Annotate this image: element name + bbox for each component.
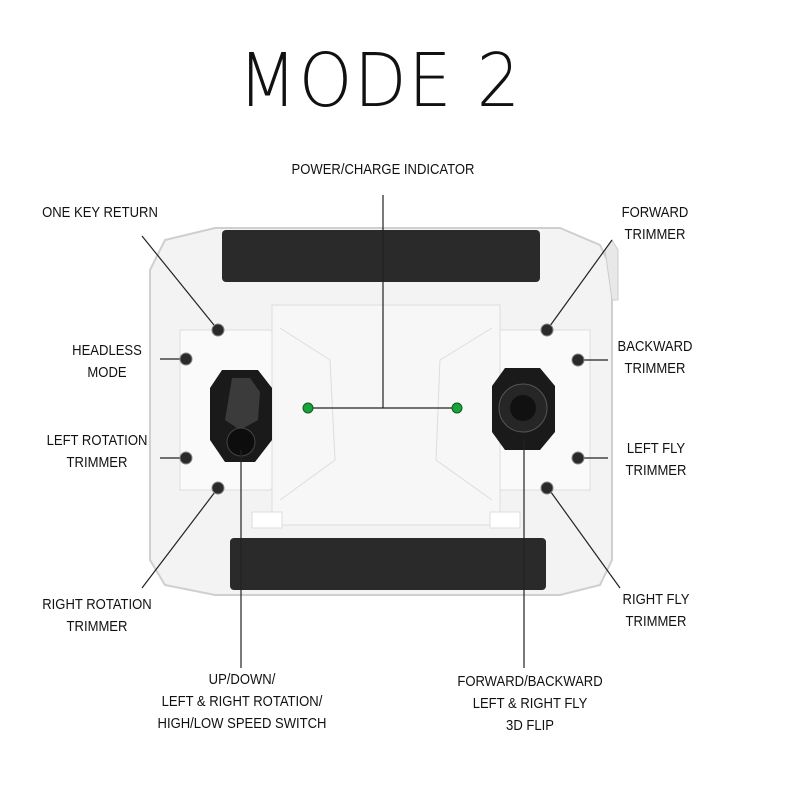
left-rotation-trimmer-button[interactable] [179,451,193,465]
page-title: MODE 2 [238,38,522,124]
right-fly-trimmer-button[interactable] [540,481,554,495]
bottom-grip [230,538,546,590]
one-key-return-button[interactable] [211,323,225,337]
top-grip [222,230,540,282]
power-led-right [451,402,463,414]
forward-trimmer-button[interactable] [540,323,554,337]
label-one-key-return: ONE KEY RETURN [42,205,158,221]
controller-body [149,227,619,596]
power-led-left [302,402,314,414]
label-left-stick: UP/DOWN/LEFT & RIGHT ROTATION/HIGH/LOW S… [157,672,327,732]
left-fly-trimmer-button[interactable] [571,451,585,465]
headless-mode-button[interactable] [179,352,193,366]
center-tray [271,304,501,526]
right-joystick[interactable] [492,368,555,450]
backward-trimmer-button[interactable] [571,353,585,367]
right-rotation-trimmer-button[interactable] [211,481,225,495]
label-power-indicator: POWER/CHARGE INDICATOR [291,162,475,178]
left-joystick[interactable] [210,370,272,462]
